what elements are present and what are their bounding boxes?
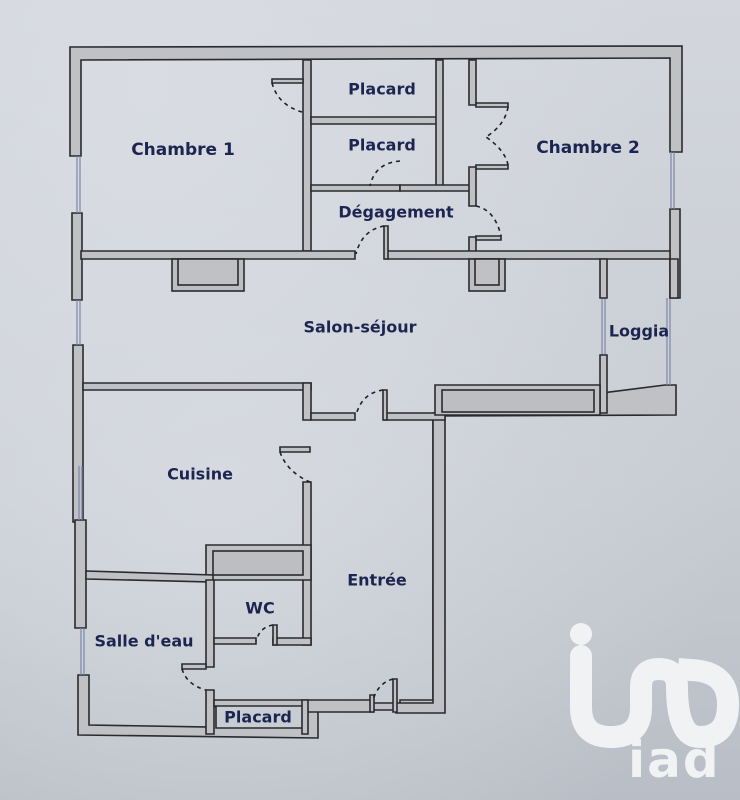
- door-stub: [475, 164, 509, 170]
- cuisine-bottom-wall: [85, 570, 214, 583]
- chambre2-left-wall-mid: [468, 166, 477, 207]
- room-label-entree: Entrée: [347, 570, 407, 590]
- cuisine-door-stub: [279, 446, 311, 453]
- degagement-door-jamb: [383, 225, 389, 260]
- chambre2-left-wall-top: [468, 59, 477, 106]
- chambre1-right-wall: [302, 59, 312, 252]
- salle-deau-door-stub: [181, 663, 207, 670]
- salon-bottom-wall: [82, 382, 312, 391]
- door-stub: [475, 102, 509, 108]
- room-label-salon-sejour: Salon-séjour: [303, 317, 417, 337]
- salon-duct-right-inner: [474, 258, 500, 286]
- outer-wall-left-lower: [74, 519, 87, 629]
- placard-right-wall: [435, 59, 444, 187]
- loggia-right-wall-top: [669, 258, 679, 299]
- iad-logo-icon: [570, 623, 740, 749]
- room-label-degagement: Dégagement: [338, 202, 454, 222]
- chambre1-bottom-wall: [80, 250, 356, 260]
- salle-deau-right-wall: [205, 579, 215, 668]
- loggia-left-wall-top: [599, 258, 608, 299]
- entree-right-wall: [395, 412, 446, 714]
- room-label-placard-bottom: Placard: [224, 707, 292, 727]
- entree-door-jamb: [392, 678, 398, 713]
- placard-bottom-left-wall: [205, 689, 215, 735]
- wc-bottom-wall-left: [213, 637, 257, 645]
- placard-divider-1: [310, 116, 439, 125]
- kitchen-counter-inner: [212, 550, 304, 576]
- room-label-chambre-2: Chambre 2: [536, 138, 640, 158]
- degagement-bottom-wall: [385, 250, 671, 260]
- salon-duct-left-inner: [177, 258, 239, 286]
- placard-bottom-top-wall: [213, 699, 308, 707]
- windows: [76, 152, 675, 675]
- room-label-cuisine: Cuisine: [167, 464, 233, 484]
- outer-wall-left-upper: [71, 212, 83, 301]
- salon-counter-inner: [441, 389, 595, 413]
- iad-logo-text: iad: [628, 731, 721, 789]
- door-stub: [475, 235, 502, 241]
- cuisine-right-wall: [302, 382, 312, 421]
- room-label-wc: WC: [245, 598, 275, 618]
- placard-bottom-right-wall: [301, 699, 309, 735]
- degagement-top-right: [399, 184, 471, 192]
- salon-door-jamb: [382, 389, 388, 421]
- door-stub: [271, 78, 304, 84]
- room-label-placard-top: Placard: [348, 79, 416, 99]
- room-label-placard-middle: Placard: [348, 135, 416, 155]
- room-label-loggia: Loggia: [608, 321, 670, 341]
- salon-entree-stub-left: [310, 412, 356, 421]
- wc-door-jamb: [272, 624, 278, 646]
- wc-bottom-wall-right: [272, 637, 312, 646]
- outer-wall-top: [69, 45, 683, 157]
- room-label-chambre-1: Chambre 1: [131, 140, 235, 160]
- entree-bottom-wall: [306, 699, 374, 713]
- door-swings: [181, 82, 509, 701]
- room-label-salle-d-eau: Salle d'eau: [94, 631, 194, 651]
- entree-door-jamb-left: [369, 694, 375, 713]
- placard-divider-2: [310, 184, 401, 192]
- loggia-left-wall-bot: [599, 354, 608, 414]
